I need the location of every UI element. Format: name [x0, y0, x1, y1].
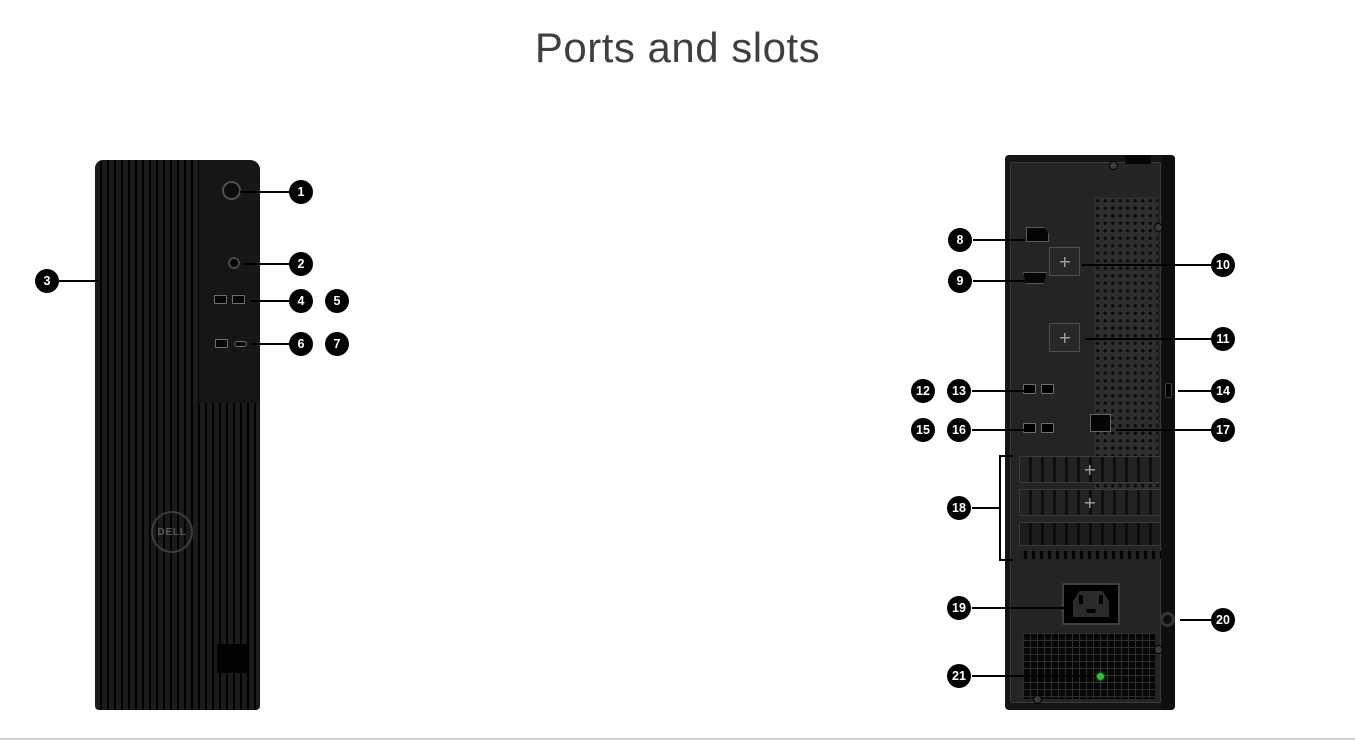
leader-line: [999, 455, 1001, 561]
padlock-ring: [1160, 612, 1175, 627]
screw-icon: [1058, 255, 1071, 268]
callout-badge-9: 9: [948, 269, 972, 293]
leader-line: [1085, 338, 1212, 340]
callout-badge-10: 10: [1211, 253, 1235, 277]
callout-badge-17: 17: [1211, 418, 1235, 442]
callout-badge-3: 3: [35, 269, 59, 293]
leader-line: [1116, 429, 1212, 431]
leader-line: [973, 239, 1025, 241]
optional-port-slot: [1049, 323, 1080, 352]
displayport-port: [1026, 227, 1049, 242]
usb-port: [215, 339, 228, 348]
callout-badge-7: 7: [325, 332, 349, 356]
callout-badge-4: 4: [289, 289, 313, 313]
leader-line: [240, 191, 290, 193]
screw-icon: [1109, 161, 1118, 170]
leader-line: [243, 263, 290, 265]
leader-line: [972, 429, 1027, 431]
leader-line: [250, 300, 290, 302]
leader-line: [1180, 619, 1212, 621]
callout-badge-1: 1: [289, 180, 313, 204]
leader-line: [59, 280, 99, 282]
screw-icon: [1084, 496, 1096, 509]
usb-c-port: [234, 341, 247, 347]
usb-port: [1023, 423, 1036, 433]
callout-badge-14: 14: [1211, 379, 1235, 403]
page-title: Ports and slots: [534, 24, 821, 71]
ethernet-port: [1090, 414, 1111, 432]
leader-line: [972, 507, 1000, 509]
leader-line: [972, 607, 1064, 609]
screw-icon: [1058, 331, 1071, 344]
leader-line: [1082, 264, 1212, 266]
power-pin: [1099, 595, 1103, 604]
screw-icon: [1154, 645, 1163, 654]
usb-port: [1041, 384, 1054, 394]
callout-badge-21: 21: [947, 664, 971, 688]
usb-port: [232, 295, 245, 304]
power-button: [222, 181, 241, 200]
callout-badge-8: 8: [948, 228, 972, 252]
usb-port: [214, 295, 227, 304]
callout-badge-16: 16: [947, 418, 971, 442]
callout-badge-15: 15: [911, 418, 935, 442]
power-diagnostic-led: [1097, 673, 1104, 680]
callout-badge-19: 19: [947, 596, 971, 620]
callout-badge-12: 12: [911, 379, 935, 403]
leader-line: [972, 675, 1096, 677]
power-connector-port: [1062, 583, 1120, 625]
leader-line: [251, 343, 290, 345]
screw-icon: [1154, 223, 1163, 232]
leader-line: [999, 455, 1013, 457]
power-pin: [1079, 595, 1083, 604]
front-port-panel: [199, 160, 260, 403]
leader-line: [973, 280, 1027, 282]
page-divider: [0, 738, 1355, 740]
front-view: DELL: [95, 160, 260, 710]
front-bottom-vent: [217, 644, 247, 673]
hdmi-port: [1023, 272, 1047, 284]
screw-icon: [1033, 695, 1042, 704]
usb-port: [1023, 384, 1036, 394]
psu-vent-grid: [1023, 633, 1155, 699]
leader-line: [999, 559, 1013, 561]
callout-badge-6: 6: [289, 332, 313, 356]
power-connector-socket: [1073, 591, 1109, 617]
power-pin: [1086, 609, 1096, 613]
dell-logo: DELL: [151, 511, 193, 553]
headset-jack: [228, 257, 240, 269]
expansion-slot-cover: [1019, 489, 1161, 516]
leader-line: [1178, 390, 1212, 392]
usb-port: [1041, 423, 1054, 433]
callout-badge-5: 5: [325, 289, 349, 313]
dell-logo-text: DELL: [157, 526, 187, 538]
rear-side-strip: [1162, 155, 1175, 710]
screw-icon: [1084, 463, 1096, 476]
callout-badge-11: 11: [1211, 327, 1235, 351]
expansion-slot-cover: [1019, 522, 1161, 546]
security-lock-slot: [1165, 383, 1172, 398]
callout-badge-18: 18: [947, 496, 971, 520]
rear-view: [1005, 155, 1175, 710]
callout-badge-2: 2: [289, 252, 313, 276]
rear-vent-grid: [1094, 197, 1158, 502]
rear-top-notch: [1125, 155, 1151, 164]
optional-port-slot: [1049, 247, 1080, 276]
leader-line: [972, 390, 1027, 392]
expansion-slot-cover: [1019, 456, 1161, 483]
callout-badge-13: 13: [947, 379, 971, 403]
slot-vent-row: [1019, 551, 1161, 559]
callout-badge-20: 20: [1211, 608, 1235, 632]
